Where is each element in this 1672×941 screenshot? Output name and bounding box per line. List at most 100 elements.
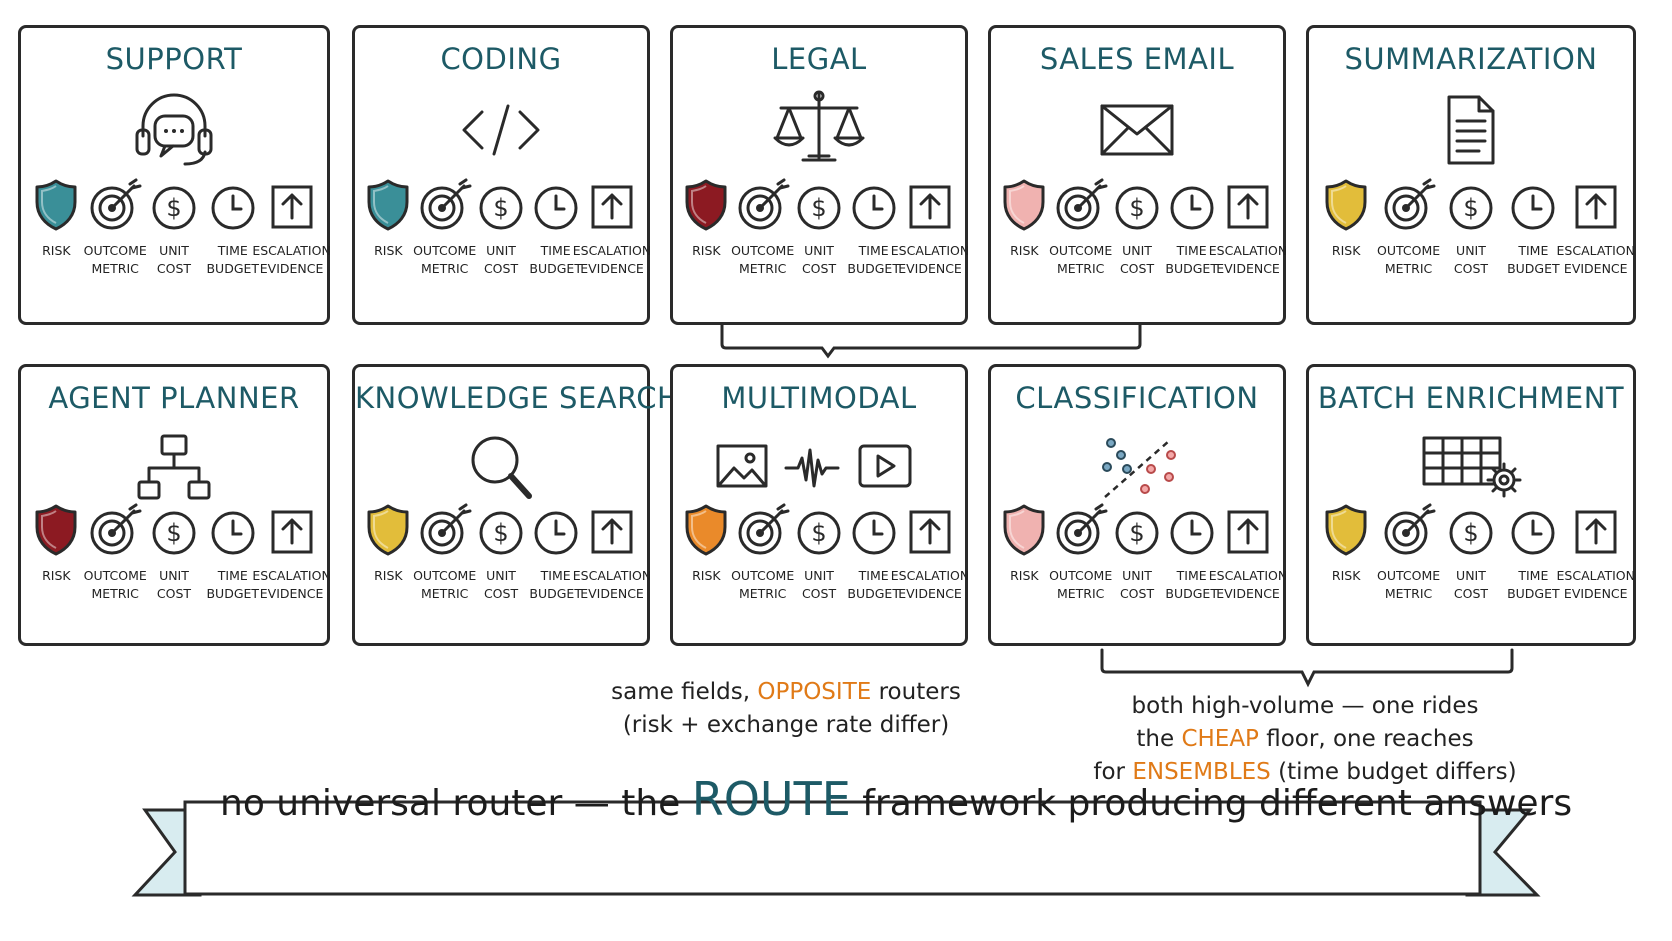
risk-field: RISK <box>1317 178 1375 278</box>
svg-text:$: $ <box>1463 519 1478 547</box>
escalation-evidence-field: ESCALATION EVIDENCE <box>1209 178 1287 278</box>
banner-caption-pre: no universal router — the <box>220 783 692 824</box>
envelope-icon <box>991 86 1283 172</box>
card-title: SUMMARIZATION <box>1344 42 1598 76</box>
unit-cost-field: $ UNIT COST <box>145 178 203 278</box>
banner-caption-post: framework producing different answers <box>850 783 1573 824</box>
magnifier-icon <box>355 425 647 511</box>
note-opposite-line2: (risk + exchange rate differ) <box>622 712 950 738</box>
clock-icon <box>850 178 898 232</box>
outcome-metric-field: OUTCOME METRIC <box>413 178 477 278</box>
field-label: ESCALATION EVIDENCE <box>890 568 970 601</box>
target-icon <box>1382 178 1436 232</box>
banner-body <box>183 800 1482 896</box>
card-title: KNOWLEDGE SEARCH <box>355 381 680 415</box>
field-label: TIME BUDGET <box>847 243 900 276</box>
field-label: OUTCOME METRIC <box>1049 243 1113 276</box>
risk-field: RISK <box>361 503 416 603</box>
svg-text:$: $ <box>166 194 181 222</box>
table-gear-icon <box>1309 425 1633 511</box>
up-arrow-box-icon <box>588 178 636 232</box>
svg-text:$: $ <box>811 519 826 547</box>
clock-icon <box>532 503 580 557</box>
card-title: SUPPORT <box>105 42 243 76</box>
time-budget-field: TIME BUDGET <box>846 178 901 278</box>
scatter-split-icon <box>991 425 1283 511</box>
target-icon <box>1382 503 1436 557</box>
field-label: RISK <box>1331 568 1361 583</box>
target-icon <box>88 503 142 557</box>
svg-text:$: $ <box>493 519 508 547</box>
escalation-evidence-field: ESCALATION EVIDENCE <box>1557 178 1635 278</box>
svg-text:$: $ <box>1463 194 1478 222</box>
card-title: BATCH ENRICHMENT <box>1317 381 1625 415</box>
risk-field: RISK <box>27 503 85 603</box>
field-label: OUTCOME METRIC <box>83 243 147 276</box>
unit-cost-field: $UNIT COST <box>792 503 847 603</box>
outcome-metric-field: OUTCOME METRIC <box>83 178 147 278</box>
note-opposite-line1-post: routers <box>871 679 961 705</box>
field-label: TIME BUDGET <box>206 568 260 601</box>
field-label: OUTCOME METRIC <box>83 568 147 601</box>
hierarchy-icon <box>21 425 327 511</box>
field-label: OUTCOME METRIC <box>413 243 477 276</box>
svg-text:$: $ <box>166 519 181 547</box>
dollar-coin-icon: $ <box>1447 178 1495 232</box>
card-title: CLASSIFICATION <box>1015 381 1259 415</box>
svg-text:$: $ <box>811 194 826 222</box>
shield-icon <box>1323 503 1369 557</box>
outcome-metric-field: OUTCOME METRIC <box>413 503 476 603</box>
banner <box>131 800 1541 897</box>
outcome-metric-field: OUTCOME METRIC <box>1049 178 1113 278</box>
field-label: UNIT COST <box>1453 568 1489 601</box>
target-icon <box>1054 178 1108 232</box>
field-label: RISK <box>692 243 721 258</box>
outcome-metric-field: OUTCOME METRIC <box>83 503 147 603</box>
field-label: UNIT COST <box>1453 243 1489 276</box>
field-label: UNIT COST <box>801 243 837 276</box>
up-arrow-box-icon <box>1572 503 1620 557</box>
unit-cost-field: $UNIT COST <box>1110 503 1165 603</box>
unit-cost-field: $ UNIT COST <box>1442 503 1500 603</box>
field-label: TIME BUDGET <box>529 243 582 276</box>
field-label: ESCALATION EVIDENCE <box>1556 243 1635 276</box>
field-label: UNIT COST <box>1119 568 1155 601</box>
time-budget-field: TIME BUDGET <box>1504 503 1562 603</box>
field-label: UNIT COST <box>156 568 192 601</box>
risk-field: RISK <box>997 178 1052 278</box>
field-label: RISK <box>692 568 721 583</box>
shield-icon <box>365 178 411 232</box>
card-summarization: SUMMARIZATION RISK OUTCOME METRIC $ UNIT COS… <box>1306 25 1636 325</box>
unit-cost-field: $ UNIT COST <box>1442 178 1500 278</box>
shield-icon <box>1323 178 1369 232</box>
scales-icon <box>673 86 965 172</box>
bracket-legal-sales <box>720 323 1142 359</box>
clock-icon <box>209 178 257 232</box>
card-title: LEGAL <box>771 42 867 76</box>
field-label: RISK <box>1331 243 1361 258</box>
dollar-coin-icon: $ <box>150 503 198 557</box>
clock-icon <box>1509 503 1557 557</box>
shield-icon <box>365 503 411 557</box>
field-label: TIME BUDGET <box>1507 243 1560 276</box>
field-label: OUTCOME METRIC <box>1377 243 1441 276</box>
unit-cost-field: $UNIT COST <box>474 178 529 278</box>
risk-field: RISK <box>679 503 734 603</box>
note-volume-line2-post: floor, one reaches <box>1258 726 1474 752</box>
outcome-metric-field: OUTCOME METRIC <box>1049 503 1112 603</box>
up-arrow-box-icon <box>1224 503 1272 557</box>
time-budget-field: TIME BUDGET <box>204 503 262 603</box>
field-label: UNIT COST <box>156 243 192 276</box>
note-opposite-routers: same fields, OPPOSITE routers (risk + ex… <box>606 676 966 742</box>
